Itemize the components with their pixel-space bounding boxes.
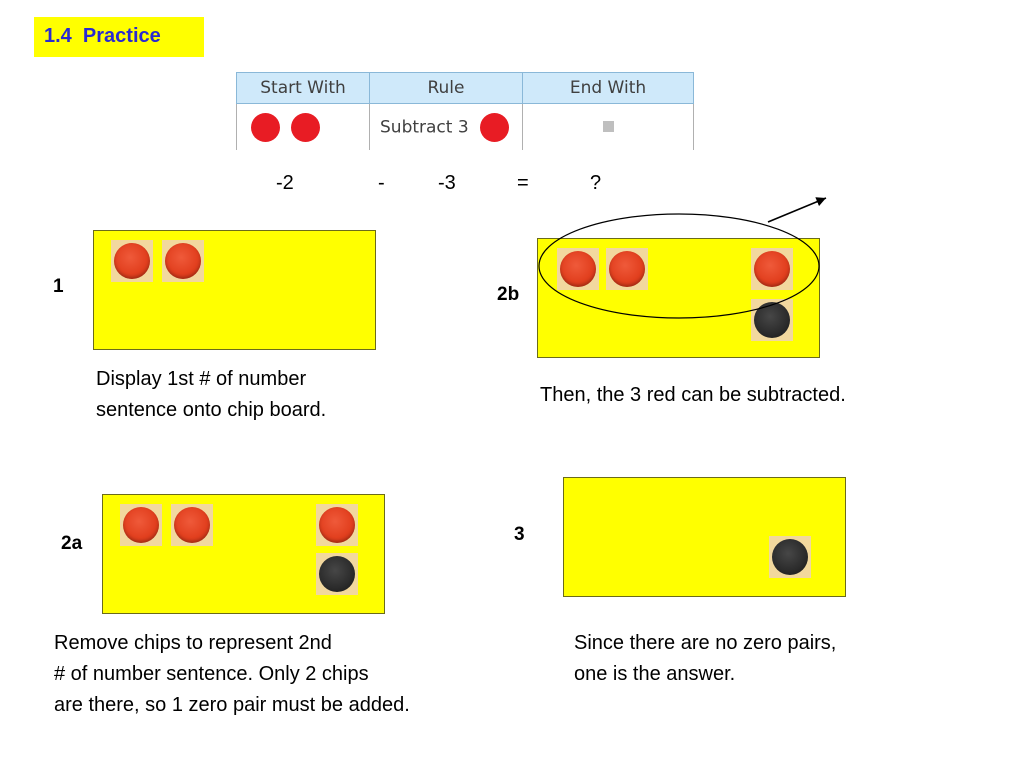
chip-tile (557, 248, 599, 290)
chip-tile (606, 248, 648, 290)
equation-result: ? (590, 172, 602, 194)
caption-line: Remove chips to represent 2nd (54, 632, 332, 654)
equation-second-term: -3 (438, 172, 456, 194)
step-label-3: 3 (514, 524, 525, 545)
header-end-with: End With (522, 72, 694, 104)
chip-tile (171, 504, 213, 546)
red-chip-icon (114, 243, 150, 279)
end-with-cell (522, 103, 694, 150)
black-chip-icon (319, 556, 355, 592)
caption-step-1: Display 1st # of number sentence onto ch… (96, 364, 326, 426)
step-label-2a: 2a (61, 533, 83, 554)
red-dot-icon (251, 112, 280, 142)
equation-first-term: -2 (276, 172, 294, 194)
caption-line: Then, the 3 red can be subtracted. (540, 384, 846, 406)
caption-line: are there, so 1 zero pair must be added. (54, 694, 410, 716)
chip-board-step-2b (537, 238, 820, 358)
caption-line: Display 1st # of number (96, 368, 307, 390)
red-dot-icon (291, 112, 321, 142)
red-chip-icon (319, 507, 355, 543)
red-chip-icon (609, 251, 645, 287)
red-chips-ellipse-icon (538, 213, 820, 319)
pointer-arrow-icon (767, 197, 827, 223)
caption-step-2a: Remove chips to represent 2nd # of numbe… (54, 628, 410, 721)
step-label-2b: 2b (497, 284, 520, 305)
header-start-with: Start With (236, 72, 370, 104)
chip-tile (769, 536, 811, 578)
chip-board-step-1 (93, 230, 376, 350)
black-chip-icon (772, 539, 808, 575)
chip-tile (316, 504, 358, 546)
caption-step-2b: Then, the 3 red can be subtracted. (540, 380, 846, 411)
step-label-1: 1 (53, 276, 64, 297)
caption-line: Since there are no zero pairs, (574, 632, 837, 654)
chip-tile (751, 248, 793, 290)
slide-title: 1.4 Practice (34, 17, 204, 57)
equation-minus: - (378, 172, 385, 194)
caption-step-3: Since there are no zero pairs, one is th… (574, 628, 836, 690)
red-chip-icon (165, 243, 201, 279)
chip-tile (111, 240, 153, 282)
red-chip-icon (754, 251, 790, 287)
rule-text: Subtract 3 (380, 117, 469, 137)
header-rule: Rule (369, 72, 523, 104)
chip-tile (120, 504, 162, 546)
chip-tile (162, 240, 204, 282)
rule-table: Start With Rule End With Subtract 3 (236, 72, 694, 150)
chip-board-step-2a (102, 494, 385, 614)
red-chip-icon (174, 507, 210, 543)
chip-tile (316, 553, 358, 595)
table-header-row: Start With Rule End With (236, 72, 694, 104)
table-row: Subtract 3 (236, 103, 694, 150)
chip-board-step-3 (563, 477, 846, 597)
equation-equals: = (517, 172, 529, 194)
placeholder-square-icon (602, 121, 614, 132)
start-with-cell (236, 103, 370, 150)
red-chip-icon (123, 507, 159, 543)
caption-line: # of number sentence. Only 2 chips (54, 663, 369, 685)
red-chip-icon (560, 251, 596, 287)
rule-cell: Subtract 3 (369, 103, 523, 150)
caption-line: sentence onto chip board. (96, 399, 327, 421)
caption-line: one is the answer. (574, 663, 736, 685)
red-dot-icon (480, 112, 510, 142)
